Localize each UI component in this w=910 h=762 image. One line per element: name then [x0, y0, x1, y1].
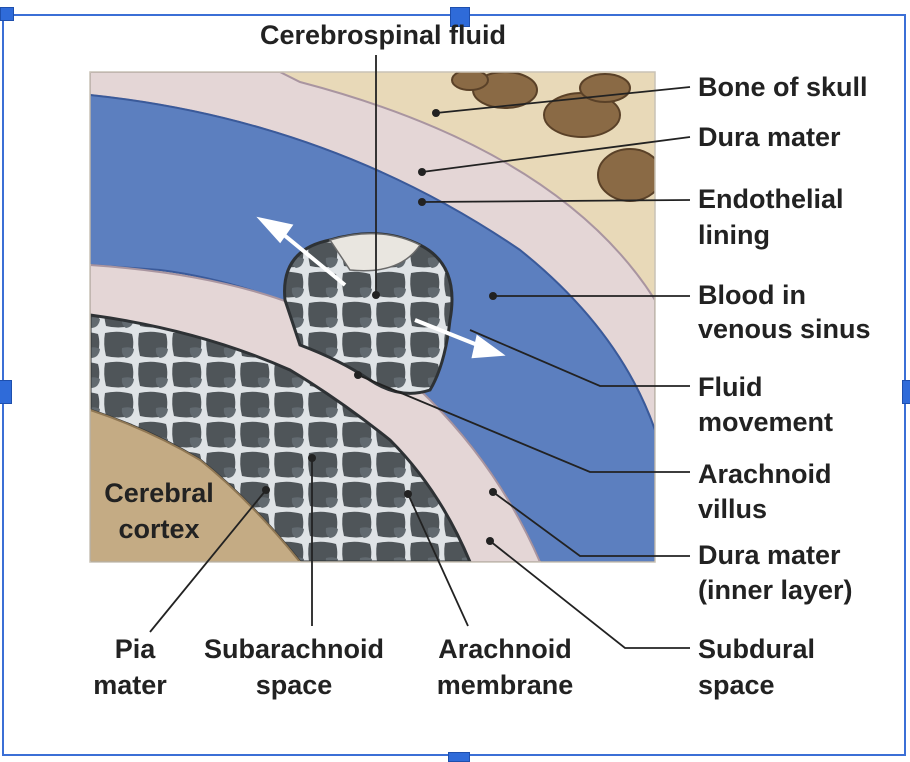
- resize-handle-top-left[interactable]: [0, 7, 14, 21]
- label-arachnoid-villus-2: villus: [698, 494, 768, 524]
- leader-dots: [262, 109, 497, 545]
- label-subdural-space: space: [698, 670, 775, 700]
- label-endothelial: Endothelial: [698, 184, 844, 214]
- bone-cavities: [451, 72, 655, 202]
- label-lining: lining: [698, 220, 770, 250]
- illustration-panel: [90, 72, 655, 562]
- leader-lines: [149, 55, 691, 649]
- label-dura-mater-inner: Dura mater: [698, 540, 841, 570]
- label-cerebrospinal-fluid: Cerebrospinal fluid: [260, 20, 507, 50]
- label-cerebral: Cerebral: [104, 478, 214, 508]
- label-movement: movement: [698, 407, 834, 437]
- label-bone-of-skull: Bone of skull: [698, 72, 868, 102]
- label-pia: Pia: [114, 634, 156, 664]
- label-cortex: cortex: [118, 514, 200, 544]
- fluid-arrows: [256, 216, 506, 359]
- label-membrane: membrane: [436, 670, 574, 700]
- label-inner-layer: (inner layer): [698, 575, 853, 605]
- label-subdural: Subdural: [698, 634, 816, 664]
- resize-handle-top[interactable]: [450, 7, 470, 27]
- cerebral-cortex: [90, 408, 302, 562]
- label-arachnoid-villus-1: Arachnoid: [698, 459, 832, 489]
- label-venous-sinus: venous sinus: [698, 314, 871, 344]
- label-arachnoid: Arachnoid: [438, 634, 572, 664]
- label-subarachnoid: Subarachnoid: [203, 634, 385, 664]
- label-mater: mater: [93, 670, 167, 700]
- label-fluid: Fluid: [698, 372, 763, 402]
- label-blood-in: Blood in: [698, 280, 806, 310]
- resize-handle-left[interactable]: [0, 380, 12, 404]
- resize-handle-right[interactable]: [902, 380, 910, 404]
- label-dura-mater: Dura mater: [698, 122, 841, 152]
- label-subarachnoid-space: space: [255, 670, 333, 700]
